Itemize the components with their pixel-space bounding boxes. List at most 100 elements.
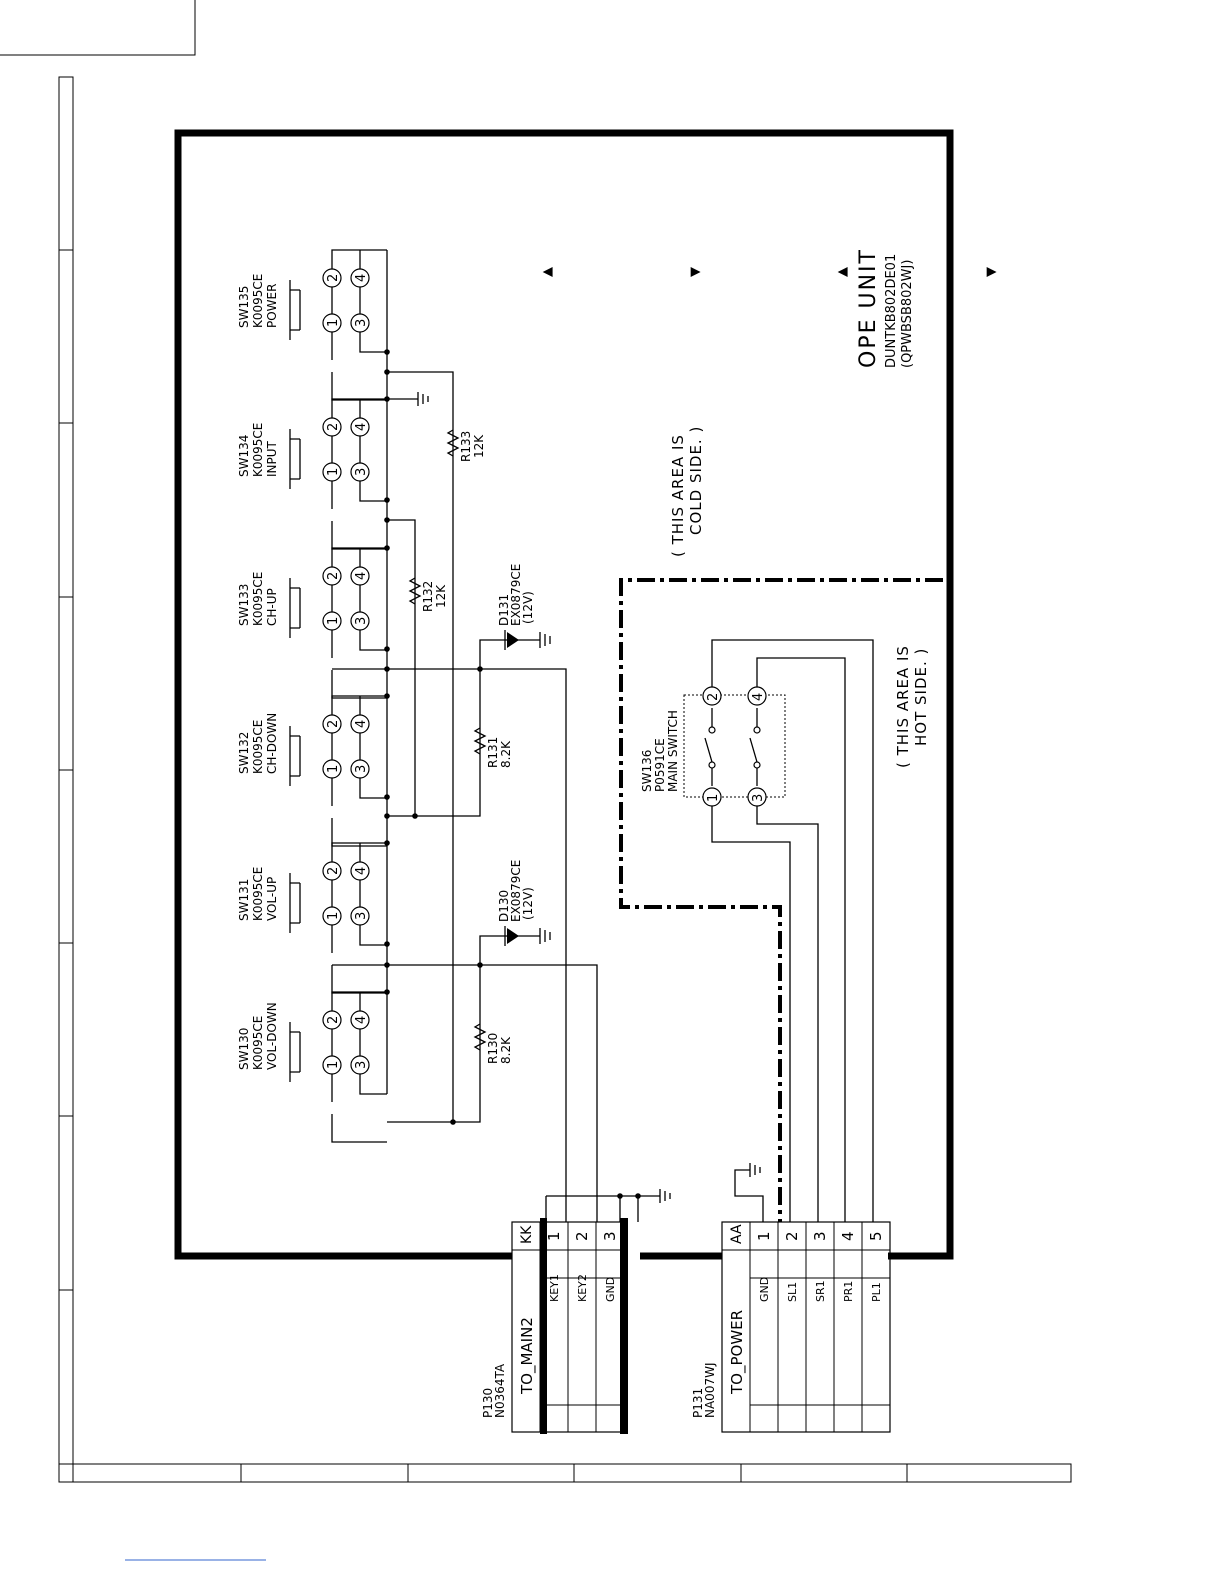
- svg-text:1: 1: [326, 765, 341, 773]
- svg-text:COLD SIDE. ): COLD SIDE. ): [687, 426, 705, 535]
- connector-ref: P130: [481, 1388, 495, 1418]
- svg-text:2: 2: [326, 1016, 341, 1024]
- svg-text:(12V): (12V): [521, 591, 535, 624]
- connector-part: N0364TA: [493, 1363, 507, 1418]
- switch-part: K0095CE: [251, 720, 265, 774]
- unit-title-block: OPE UNIT DUNTKB802DE01 (QPWBSB802WJ): [856, 248, 915, 368]
- svg-text:4: 4: [354, 274, 369, 282]
- up-arrow-icon: ▲: [835, 267, 850, 277]
- pin-number: 4: [839, 1231, 857, 1241]
- svg-text:EX0879CE: EX0879CE: [509, 860, 523, 922]
- svg-text:1: 1: [326, 1061, 341, 1069]
- pin-signal: KEY2: [576, 1274, 589, 1302]
- isolation-boundary: [619, 578, 943, 1222]
- down-arrow-icon: ▼: [688, 267, 703, 277]
- bus-wiring: [332, 250, 660, 1222]
- svg-text:3: 3: [354, 912, 369, 920]
- svg-text:EX0879CE: EX0879CE: [509, 564, 523, 626]
- unit-title: OPE UNIT: [856, 248, 881, 368]
- svg-text:D131: D131: [497, 594, 511, 626]
- pin-number: 5: [867, 1231, 885, 1241]
- junction-dots: [384, 349, 483, 1125]
- connector-code: AA: [729, 1224, 745, 1244]
- svg-text:1: 1: [706, 794, 721, 802]
- pin-signal: KEY1: [548, 1274, 561, 1302]
- switch-ref: SW133: [237, 584, 251, 626]
- connector-ref: P131: [691, 1388, 705, 1418]
- svg-text:4: 4: [751, 693, 766, 701]
- svg-text:12K: 12K: [472, 434, 486, 458]
- unit-code: DUNTKB802DE01: [884, 254, 899, 368]
- svg-text:1: 1: [326, 319, 341, 327]
- switch-part: K0095CE: [251, 572, 265, 626]
- pin-number: 3: [601, 1231, 619, 1241]
- pin-signal: PL1: [870, 1282, 883, 1302]
- connector-p131: AATO_POWERP131NA007WJ1GND2SL13SR14PR15PL…: [691, 1221, 891, 1433]
- unit-pwb-code: (QPWBSB802WJ): [900, 260, 915, 368]
- ground-icon: [417, 392, 671, 1203]
- switch-ref: SW131: [237, 879, 251, 921]
- switch-ref: SW134: [237, 435, 251, 477]
- switch-function: VOL-DOWN: [265, 1002, 279, 1070]
- unit-border: [174, 129, 954, 1260]
- svg-text:D130: D130: [497, 890, 511, 922]
- svg-text:R133: R133: [459, 431, 473, 462]
- svg-text:8.2K: 8.2K: [499, 740, 513, 768]
- svg-text:4: 4: [354, 1016, 369, 1024]
- switch-function: VOL-UP: [265, 877, 279, 921]
- svg-text:R131: R131: [486, 737, 500, 768]
- pin-signal: PR1: [842, 1281, 855, 1302]
- switch-function: CH-UP: [265, 588, 279, 626]
- pin-signal: GND: [604, 1277, 617, 1302]
- pin-signal: SL1: [786, 1282, 799, 1302]
- svg-text:R132: R132: [421, 581, 435, 612]
- connector-destination: TO_MAIN2: [518, 1317, 537, 1395]
- pin-number: 3: [811, 1231, 829, 1241]
- resistor-r131: R131 8.2K: [473, 727, 513, 768]
- resistor-r132: R132 12K: [408, 577, 448, 612]
- zener-diode-d131: D131 EX0879CE (12V): [479, 564, 551, 669]
- sheet-frame: [0, 0, 1072, 1561]
- switch-part: K0095CE: [251, 423, 265, 477]
- pin-number: 2: [573, 1231, 591, 1241]
- pin-number: 1: [545, 1231, 563, 1241]
- svg-text:MAIN SWITCH: MAIN SWITCH: [666, 710, 680, 792]
- resistor-r133: R133 12K: [446, 429, 486, 462]
- switch-part: K0095CE: [251, 867, 265, 921]
- svg-text:2: 2: [326, 720, 341, 728]
- switch-function: POWER: [265, 284, 279, 328]
- svg-text:SW136: SW136: [640, 750, 654, 792]
- svg-text:1: 1: [326, 617, 341, 625]
- svg-text:2: 2: [326, 867, 341, 875]
- svg-text:P0591CE: P0591CE: [653, 738, 667, 792]
- hot-side-note: ( THIS AREA IS HOT SIDE. ): [894, 645, 930, 768]
- connector-destination: TO_POWER: [728, 1310, 747, 1395]
- ground-icon: [522, 928, 551, 944]
- svg-text:2: 2: [706, 693, 721, 701]
- svg-text:3: 3: [354, 1061, 369, 1069]
- switch-ref: SW130: [237, 1028, 251, 1070]
- switch-function: INPUT: [265, 440, 279, 477]
- svg-text:3: 3: [751, 794, 766, 802]
- svg-text:2: 2: [326, 423, 341, 431]
- svg-text:12K: 12K: [434, 584, 448, 608]
- connector-code: KK: [519, 1225, 535, 1244]
- pin-signal: GND: [758, 1277, 771, 1302]
- svg-text:1: 1: [326, 468, 341, 476]
- down-arrow-icon: ▼: [984, 267, 999, 277]
- svg-text:2: 2: [326, 572, 341, 580]
- svg-text:1: 1: [326, 912, 341, 920]
- svg-text:4: 4: [354, 572, 369, 580]
- svg-text:2: 2: [326, 274, 341, 282]
- zener-diode-d130: D130 EX0879CE (12V): [479, 860, 551, 965]
- resistor-r130: R130 8.2K: [473, 1023, 513, 1064]
- svg-text:4: 4: [354, 720, 369, 728]
- svg-text:3: 3: [354, 617, 369, 625]
